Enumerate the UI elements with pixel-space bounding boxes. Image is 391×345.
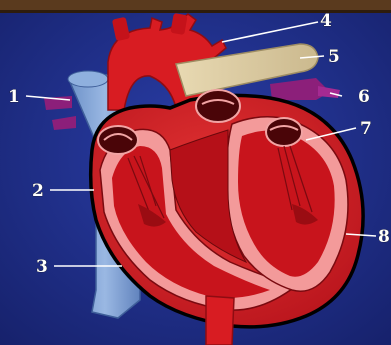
callout-2: 2	[32, 181, 44, 201]
top-frame-shadow	[0, 10, 391, 13]
callout-1: 1	[8, 87, 20, 107]
callout-3: 3	[36, 257, 48, 277]
callout-5: 5	[328, 47, 340, 67]
mitral-valve	[266, 118, 302, 146]
descending-aorta	[206, 296, 234, 345]
callout-8: 8	[378, 227, 390, 247]
callout-6: 6	[358, 87, 370, 107]
vena-cava-opening	[68, 71, 108, 87]
callout-4: 4	[320, 11, 332, 31]
pulmonary-valve	[196, 90, 240, 122]
callout-7: 7	[360, 119, 372, 139]
